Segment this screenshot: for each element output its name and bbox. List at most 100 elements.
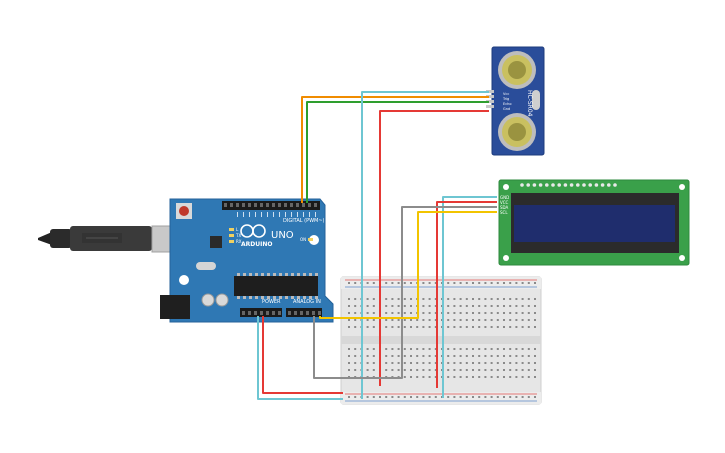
header-pin <box>308 203 311 207</box>
chip-leg <box>297 273 300 276</box>
led-label-rx: RX <box>236 239 242 244</box>
chip-leg <box>291 273 294 276</box>
arduino-logo-icon <box>240 224 266 238</box>
bb-hole <box>385 312 388 314</box>
pin-label-tick <box>303 212 304 217</box>
bb-hole <box>484 348 487 350</box>
bb-hole <box>515 312 518 314</box>
bb-hole <box>372 319 375 321</box>
wire-trig[interactable] <box>301 96 489 203</box>
wire-vcc[interactable] <box>379 110 489 386</box>
bb-hole <box>453 298 456 300</box>
bb-hole <box>509 319 512 321</box>
bb-hole <box>391 369 394 371</box>
bb-hole <box>372 282 375 284</box>
bb-hole <box>397 312 400 314</box>
bb-hole <box>422 362 425 364</box>
bb-hole <box>410 355 412 357</box>
bb-hole <box>428 319 431 321</box>
led-label-tx: TX <box>235 233 241 238</box>
chip-leg <box>267 296 270 299</box>
chip-leg <box>279 296 282 299</box>
digital-header-label: DIGITAL (PWM~) <box>283 218 325 224</box>
bb-hole <box>428 305 431 307</box>
ultrasonic-sensor[interactable]: HC-SR04 Vcc Trig Echo Gnd <box>486 46 545 156</box>
header-pin <box>260 311 263 315</box>
bb-hole <box>385 369 388 371</box>
pin-label-tick <box>285 212 286 217</box>
bb-hole <box>459 348 462 350</box>
bb-hole <box>447 319 450 321</box>
bb-hole <box>447 376 450 378</box>
pin-label-tick <box>297 212 298 217</box>
bb-hole <box>453 362 456 364</box>
bb-hole <box>447 326 450 328</box>
bb-hole <box>503 396 505 398</box>
bb-hole <box>397 326 400 328</box>
header-pin <box>306 311 309 315</box>
bb-hole <box>521 326 524 328</box>
bb-hole <box>521 282 524 284</box>
on-led-label: ON <box>300 237 306 242</box>
bb-hole <box>422 326 425 328</box>
bb-hole <box>503 282 505 284</box>
lcd-pin <box>551 183 555 187</box>
bb-hole <box>472 326 474 328</box>
bb-hole <box>459 319 462 321</box>
wire-gnd[interactable] <box>257 316 343 400</box>
bb-hole <box>515 369 518 371</box>
wire-gnd-sensor[interactable] <box>361 91 489 399</box>
wire-echo[interactable] <box>306 101 489 203</box>
chip-leg <box>243 273 246 276</box>
wire-lcd-sda[interactable] <box>313 206 497 379</box>
bb-hole <box>391 396 394 398</box>
pin-label-tick <box>261 212 262 217</box>
bb-hole <box>534 362 536 364</box>
bb-hole <box>422 396 425 398</box>
bb-hole <box>465 396 468 398</box>
bb-hole <box>465 369 468 371</box>
bb-hole <box>503 312 505 314</box>
bb-hole <box>354 319 357 321</box>
lcd-pin <box>582 183 586 187</box>
wire-lcd-vcc[interactable] <box>436 201 497 388</box>
bb-hole <box>459 305 462 307</box>
bb-hole <box>521 305 524 307</box>
breadboard[interactable] <box>340 276 542 405</box>
bb-hole <box>503 355 505 357</box>
bb-hole <box>366 396 369 398</box>
lcd-pin-label: VCC <box>500 200 509 205</box>
bb-hole <box>484 319 487 321</box>
wire-5v[interactable] <box>262 316 343 394</box>
bb-hole <box>472 305 474 307</box>
chip-leg <box>315 296 318 299</box>
sensor-pin-label: Echo <box>503 102 512 106</box>
bb-hole <box>503 298 505 300</box>
lcd-pin <box>588 183 592 187</box>
lcd-display[interactable]: GND VCC SDA SCL <box>498 179 690 266</box>
atmega-chip <box>234 276 318 296</box>
bb-hole <box>490 305 493 307</box>
bb-hole <box>496 326 499 328</box>
digital-header <box>222 201 320 210</box>
bb-hole <box>515 396 518 398</box>
chip-leg <box>267 273 270 276</box>
bb-hole <box>509 396 512 398</box>
bb-hole <box>354 298 357 300</box>
arduino-uno-board[interactable]: DIGITAL (PWM~) L TX RX ON ARDUINO UNO PO… <box>160 198 334 323</box>
bb-hole <box>527 376 530 378</box>
bb-hole <box>416 362 419 364</box>
bb-hole <box>422 312 425 314</box>
bb-hole <box>515 362 518 364</box>
bb-hole <box>354 348 357 350</box>
chip-leg <box>285 273 288 276</box>
bb-hole <box>490 282 493 284</box>
header-pin <box>248 311 251 315</box>
bb-hole <box>490 369 493 371</box>
wire-lcd-gnd[interactable] <box>442 196 497 398</box>
wire-lcd-scl[interactable] <box>319 211 497 319</box>
header-pin <box>266 311 269 315</box>
header-pin <box>224 203 227 207</box>
bb-hole <box>354 396 357 398</box>
header-pin <box>278 311 281 315</box>
